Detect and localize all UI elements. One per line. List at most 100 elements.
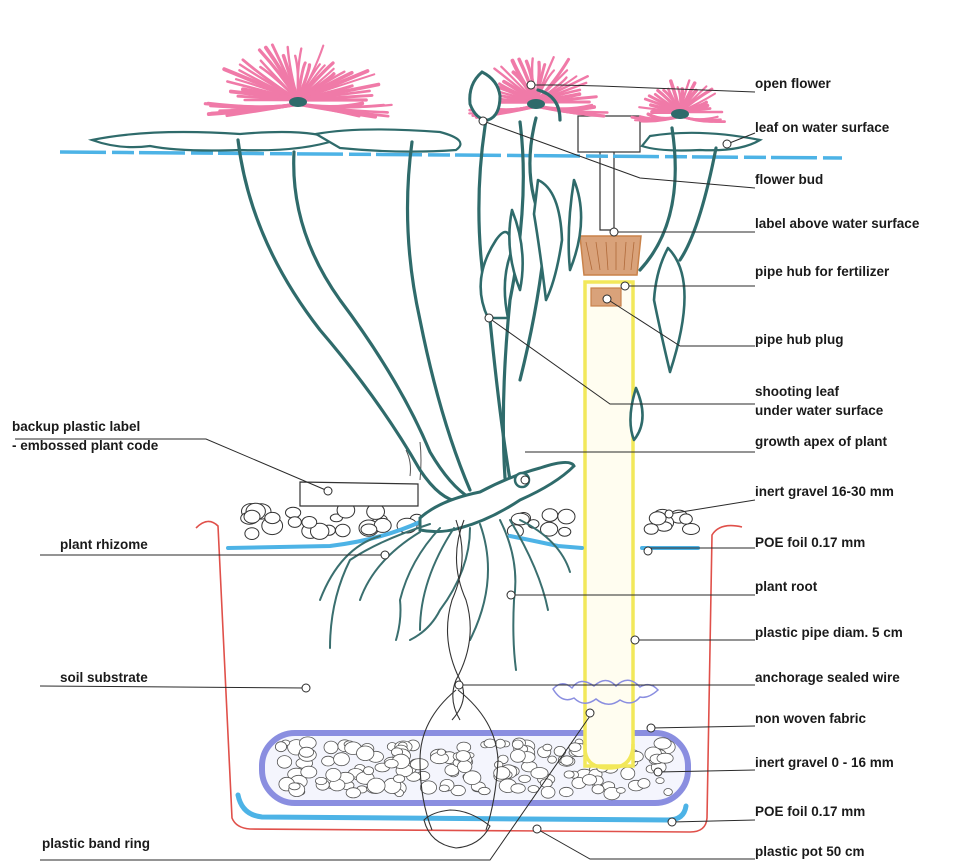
gravel-pebble	[540, 779, 552, 788]
gravel-pebble	[357, 746, 374, 761]
gravel-pebble	[554, 746, 566, 756]
gravel-pebble	[656, 778, 664, 784]
gravel-pebble	[334, 753, 350, 766]
label-plant-root: plant root	[755, 579, 818, 594]
label-open-flower: open flower	[755, 76, 831, 91]
open-flower-right	[632, 80, 725, 121]
label-shooting-leaf-2: under water surface	[755, 403, 884, 418]
gravel-pebble	[531, 768, 548, 779]
label-plastic-band-ring: plastic band ring	[42, 836, 150, 851]
gravel-pebble	[617, 788, 626, 794]
water-surface	[60, 152, 842, 158]
gravel-pebble	[564, 771, 574, 778]
gravel-pebble	[582, 775, 596, 786]
gravel-pebble	[479, 787, 491, 794]
plant-stems	[238, 90, 716, 502]
label-backup-plastic-1: backup plastic label	[12, 419, 140, 434]
gravel-pebble	[511, 750, 526, 763]
gravel-pebble	[275, 742, 286, 752]
label-plant-rhizome: plant rhizome	[60, 537, 148, 552]
label-growth-apex: growth apex of plant	[755, 434, 888, 449]
label-backup-plastic-2: - embossed plant code	[12, 438, 159, 453]
gravel-pebble	[326, 768, 341, 781]
plastic-pipe	[585, 282, 633, 768]
label-plastic-pot: plastic pot 50 cm	[755, 844, 865, 859]
gravel-pebble	[299, 747, 313, 757]
gravel-pebble	[519, 775, 531, 782]
gravel-pebble	[346, 788, 360, 798]
gravel-pebble	[664, 789, 673, 796]
gravel-pebble	[511, 784, 525, 793]
gravel-pebble	[621, 767, 635, 779]
flower-bud	[470, 72, 500, 120]
gravel-pebble	[657, 753, 673, 763]
gravel-pebble	[361, 524, 377, 535]
flower-center	[671, 109, 689, 119]
open-flower-left	[205, 45, 391, 117]
gravel-pebble	[494, 767, 510, 780]
top-gravel-left	[241, 502, 575, 539]
label-poe-foil-bottom: POE foil 0.17 mm	[755, 804, 865, 819]
label-above-water	[578, 116, 640, 230]
label-non-woven-fabric: non woven fabric	[755, 711, 867, 726]
lily-pads	[92, 129, 760, 151]
gravel-pebble	[302, 517, 317, 529]
label-pipe-hub: pipe hub for fertilizer	[755, 264, 890, 279]
gravel-pebble	[649, 512, 666, 525]
gravel-pebble	[542, 509, 558, 522]
label-leaf-on-water-surface: leaf on water surface	[755, 120, 890, 135]
label-flower-bud: flower bud	[755, 172, 823, 187]
gravel-pebble	[364, 767, 374, 775]
gravel-pebble	[638, 779, 650, 789]
label-pipe-hub-plug: pipe hub plug	[755, 332, 843, 347]
flower-center	[289, 97, 307, 107]
gravel-pebble	[286, 507, 301, 518]
label-label-above-water: label above water surface	[755, 216, 920, 231]
gravel-pebble	[456, 751, 470, 762]
gravel-pebble	[654, 738, 671, 749]
gravel-pebble	[541, 786, 555, 798]
gravel-pebble	[394, 775, 405, 783]
gravel-pebble	[288, 517, 301, 528]
gravel-pebble	[245, 528, 259, 540]
gravel-pebble	[543, 744, 552, 751]
gravel-pebble	[512, 740, 523, 749]
gravel-pebble	[559, 527, 571, 536]
gravel-pebble	[385, 759, 398, 768]
flower-center	[527, 99, 545, 109]
gravel-pebble	[680, 514, 693, 524]
label-inert-gravel-top: inert gravel 16-30 mm	[755, 484, 894, 499]
gravel-pebble	[561, 756, 573, 766]
gravel-pebble	[289, 783, 300, 790]
gravel-pebble	[560, 787, 574, 796]
label-plastic-pipe: plastic pipe diam. 5 cm	[755, 625, 903, 640]
gravel-pebble	[558, 509, 575, 524]
label-anchorage-wire: anchorage sealed wire	[755, 670, 900, 685]
gravel-pebble	[315, 777, 326, 784]
gravel-pebble	[367, 778, 385, 793]
leader-dots	[302, 81, 731, 833]
gravel-pebble	[420, 781, 436, 794]
gravel-pebble	[548, 756, 557, 763]
gravel-pebble	[301, 766, 317, 778]
gravel-pebble	[410, 759, 428, 770]
gravel-pebble	[322, 756, 335, 766]
gravel-pebble	[324, 741, 338, 754]
backup-plastic-label	[300, 442, 421, 506]
label-shooting-leaf-1: shooting leaf	[755, 384, 840, 399]
gravel-pebble	[336, 524, 351, 536]
gravel-pebble	[439, 785, 449, 792]
gravel-pebble	[592, 785, 604, 794]
label-soil-substrate: soil substrate	[60, 670, 148, 685]
gravel-pebble	[265, 512, 280, 523]
gravel-pebble	[277, 756, 291, 769]
gravel-pebble	[458, 760, 472, 772]
gravel-pebble	[244, 510, 260, 523]
gravel-pebble	[644, 524, 658, 535]
gravel-pebble	[437, 749, 445, 755]
label-poe-foil-top: POE foil 0.17 mm	[755, 535, 865, 550]
gravel-pebble	[683, 524, 700, 535]
label-inert-gravel-bottom: inert gravel 0 - 16 mm	[755, 755, 894, 770]
shooting-leaves	[481, 180, 685, 440]
